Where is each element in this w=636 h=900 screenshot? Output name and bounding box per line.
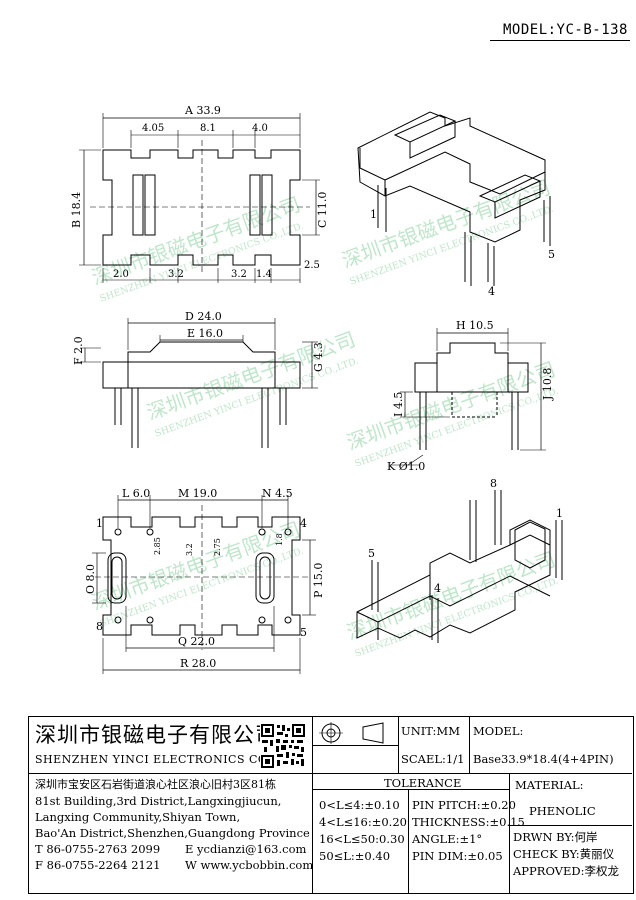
tel: T 86-0755-2763 2099 <box>35 842 161 856</box>
dim-g: G 4.3 <box>312 342 325 372</box>
pin-8-label: 8 <box>490 477 497 490</box>
dim-e: E 16.0 <box>187 327 223 340</box>
approved-by: APPROVED:李权龙 <box>513 864 619 878</box>
bottom-view: L 6.0 M 19.0 N 4.5 2.85 3.2 2.75 1.8 O 8… <box>84 487 325 674</box>
material-label: MATERIAL: <box>515 778 584 792</box>
pin-4-label: 4 <box>488 285 495 298</box>
email: E ycdianzi@163.com <box>185 842 307 856</box>
angle-tolerance: ANGLE:±1° <box>412 832 483 846</box>
pin-5-label: 5 <box>548 248 555 261</box>
dim-o: O 8.0 <box>84 564 97 594</box>
company-name-en: SHENZHEN YINCI ELECTRONICS CO.,LTD. <box>35 753 303 766</box>
checked-by: CHECK BY:黄丽仪 <box>513 847 615 861</box>
address-en-line1: 81st Building,3rd District,Langxingjiucu… <box>35 794 282 808</box>
pin-pitch-tolerance: PIN PITCH:±0.20 <box>412 798 516 812</box>
dim-3-2-right: 3.2 <box>231 269 247 280</box>
thickness-tolerance: THICKNESS:±0.15 <box>412 815 525 829</box>
model-field-value: Base33.9*18.4(4+4PIN) <box>473 752 614 766</box>
pin-1-label: 1 <box>556 507 563 520</box>
tolerance-row-3: 16<L≤50:0.30 <box>319 832 405 846</box>
pin-5-label: 5 <box>368 547 375 560</box>
divider <box>398 717 399 773</box>
dim-3-2: 3.2 <box>185 543 194 556</box>
pin-5-label: 5 <box>300 626 307 639</box>
dim-8-1: 8.1 <box>200 123 216 134</box>
model-field-label: MODEL: <box>473 724 524 738</box>
divider <box>312 773 632 774</box>
dim-2-0: 2.0 <box>113 269 129 280</box>
tolerance-row-1: 0<L≤4:±0.10 <box>319 798 400 812</box>
drawn-by: DRWN BY:何岸 <box>513 830 598 844</box>
dim-3-2-left: 3.2 <box>168 269 184 280</box>
pin-dim-tolerance: PIN DIM:±0.05 <box>412 849 503 863</box>
dim-4-05: 4.05 <box>142 123 164 134</box>
dim-d: D 24.0 <box>185 310 222 323</box>
dim-1-8: 1.8 <box>275 533 284 546</box>
dim-p: P 15.0 <box>312 563 325 598</box>
projection-symbol-icon <box>319 722 384 744</box>
unit-label: UNIT:MM <box>401 724 460 738</box>
material-value: PHENOLIC <box>529 804 596 818</box>
model-underline <box>490 40 630 41</box>
top-view: A 33.9 4.05 8.1 4.0 B 18.4 C 11.0 2.0 3.… <box>70 104 329 283</box>
dim-h: H 10.5 <box>456 319 494 332</box>
tolerance-label: TOLERANCE <box>384 776 462 790</box>
dim-1-4: 1.4 <box>256 269 272 280</box>
divider <box>509 773 510 893</box>
iso-top-view: 1 4 5 <box>357 111 555 298</box>
pin-1-label: 1 <box>370 208 377 221</box>
dim-j: J 10.8 <box>541 368 554 401</box>
website: W www.ycbobbin.com <box>185 858 314 872</box>
dim-k: K Ø1.0 <box>387 460 425 473</box>
dim-n: N 4.5 <box>262 487 293 500</box>
dim-i: I 4.5 <box>392 392 405 417</box>
dim-r: R 28.0 <box>180 657 216 670</box>
address-en-line2: Langxing Community,Shiyan Town, <box>35 810 241 824</box>
dim-m: M 19.0 <box>178 487 217 500</box>
iso-bottom-view: 8 1 5 4 <box>356 477 563 643</box>
address-en-line3: Bao'An District,Shenzhen,Guangdong Provi… <box>35 826 310 840</box>
divider <box>312 717 313 893</box>
model-label: MODEL:YC-B-138 <box>502 22 628 38</box>
qr-code-icon <box>260 723 306 769</box>
dim-f: F 2.0 <box>72 336 85 365</box>
dim-2-5: 2.5 <box>304 260 320 271</box>
dim-q: Q 22.0 <box>178 635 215 648</box>
dim-a: A 33.9 <box>184 104 221 117</box>
dim-b: B 18.4 <box>70 192 83 228</box>
dim-4-0: 4.0 <box>252 123 268 134</box>
fax: F 86-0755-2264 2121 <box>35 858 161 872</box>
dim-2-75: 2.75 <box>213 538 222 556</box>
technical-drawing: 深圳市银磁电子有限公司 SHENZHEN YINCI ELECTRONICS C… <box>70 104 563 674</box>
divider <box>509 825 632 826</box>
divider <box>469 717 470 773</box>
side-view: H 10.5 I 4.5 J 10.8 K Ø1.0 <box>387 319 554 473</box>
pin-4-label: 4 <box>434 582 441 595</box>
divider <box>29 773 312 774</box>
front-view: D 24.0 E 16.0 F 2.0 G 4.3 <box>72 310 325 448</box>
divider <box>312 745 398 746</box>
scale-label: SCAEL:1/1 <box>401 752 465 766</box>
dim-2-85: 2.85 <box>153 537 162 555</box>
tolerance-row-2: 4<L≤16:±0.20 <box>319 815 407 829</box>
divider <box>312 789 509 790</box>
tolerance-row-4: 50≤L:±0.40 <box>319 849 391 863</box>
pin-1-label: 1 <box>96 517 103 530</box>
company-name-cn: 深圳市银磁电子有限公司 <box>35 723 277 747</box>
divider <box>408 789 409 893</box>
dim-c: C 11.0 <box>316 192 329 228</box>
dim-l: L 6.0 <box>122 487 150 500</box>
address-cn: 深圳市宝安区石岩街道浪心社区浪心旧村3区81栋 <box>35 778 276 791</box>
pin-8-label: 8 <box>96 620 103 633</box>
title-block: 深圳市银磁电子有限公司 SHENZHEN YINCI ELECTRONICS C… <box>28 716 634 894</box>
pin-4-label: 4 <box>300 517 307 530</box>
